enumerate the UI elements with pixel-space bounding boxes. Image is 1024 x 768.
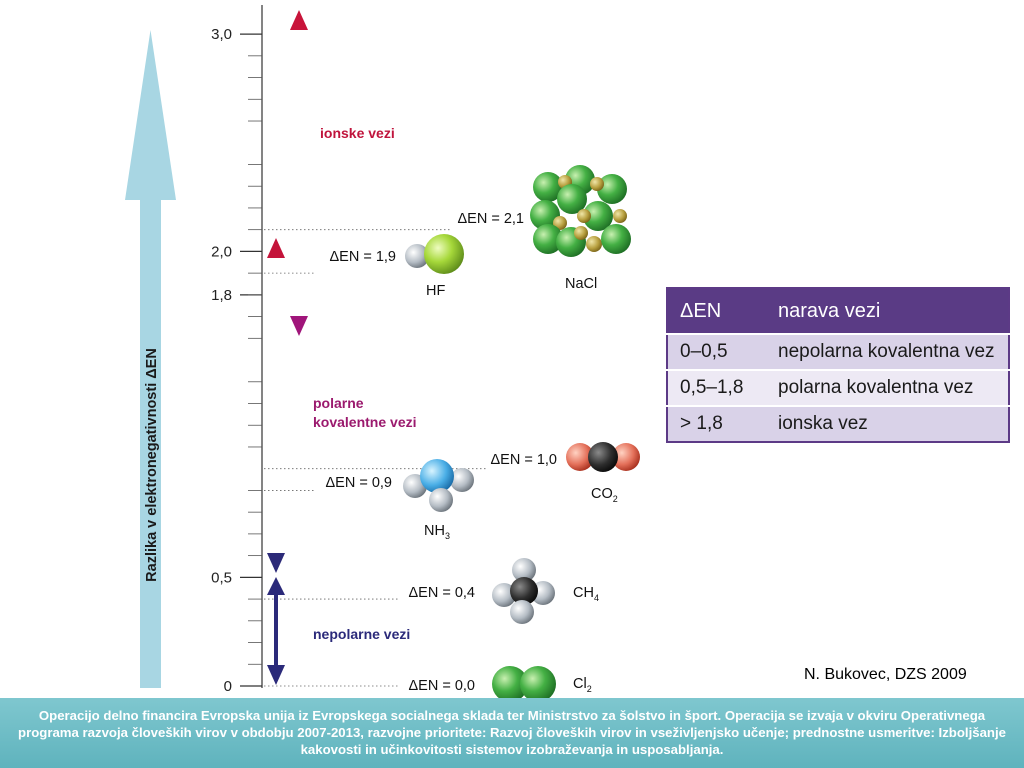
- axis-tick-label: 0: [224, 678, 232, 695]
- table-cell-bond: polarna kovalentna vez: [766, 369, 1009, 406]
- formula-cl2: Cl2: [573, 676, 592, 694]
- table-cell-range: 0,5–1,8: [667, 369, 766, 406]
- en-label-nh3: ΔEN = 0,9: [325, 475, 392, 491]
- table-header-en: ΔEN: [667, 288, 766, 334]
- formula-ch4: CH4: [573, 585, 599, 603]
- table-cell-range: > 1,8: [667, 405, 766, 442]
- axis-ticks: 3,0 2,0 1,8 0,5 0: [211, 26, 262, 695]
- en-label-hf: ΔEN = 1,9: [329, 249, 396, 265]
- axis-tick-label: 3,0: [211, 26, 232, 43]
- zone-polar-label-2: kovalentne vezi: [313, 414, 417, 430]
- zone-ionic-label: ionske vezi: [320, 125, 395, 141]
- table-header-row: ΔEN narava vezi: [667, 288, 1009, 334]
- table-row: 0,5–1,8 polarna kovalentna vez: [667, 369, 1009, 406]
- table-cell-bond: ionska vez: [766, 405, 1009, 442]
- en-label-co2: ΔEN = 1,0: [490, 452, 557, 468]
- table-row: 0–0,5 nepolarna kovalentna vez: [667, 333, 1009, 370]
- cl2-molecule-icon: [492, 666, 556, 700]
- co2-molecule-icon: [566, 442, 640, 472]
- guide-lines: [264, 229, 487, 687]
- ch4-molecule-icon: [492, 558, 555, 624]
- en-label-nacl: ΔEN = 2,1: [457, 211, 524, 227]
- polar-range-arrow: [267, 238, 285, 573]
- axis-tick-label: 2,0: [211, 243, 232, 260]
- axis-label: Razlika v elektronegativnosti ΔEN: [144, 348, 160, 582]
- ionic-range-arrow: [290, 10, 308, 336]
- bond-type-table: ΔEN narava vezi 0–0,5 nepolarna kovalent…: [666, 287, 1010, 443]
- nonpolar-range-arrow: [267, 577, 285, 685]
- nh3-molecule-icon: [403, 459, 474, 512]
- en-label-cl2: ΔEN = 0,0: [408, 678, 475, 694]
- zone-polar-label-1: polarne: [313, 395, 364, 411]
- axis-tick-label: 0,5: [211, 569, 232, 586]
- nacl-crystal-icon: [530, 165, 631, 257]
- table-cell-range: 0–0,5: [667, 333, 766, 370]
- funding-footer: Operacijo delno financira Evropska unija…: [0, 698, 1024, 768]
- formula-co2: CO2: [591, 486, 618, 504]
- table-cell-bond: nepolarna kovalentna vez: [766, 333, 1009, 370]
- table-row: > 1,8 ionska vez: [667, 405, 1009, 442]
- formula-nacl: NaCl: [565, 276, 597, 292]
- zone-nonpolar-label: nepolarne vezi: [313, 626, 410, 642]
- en-label-ch4: ΔEN = 0,4: [408, 585, 475, 601]
- axis-direction-arrow: [125, 30, 176, 688]
- table-header-bond-type: narava vezi: [766, 288, 1009, 334]
- funding-footer-text: Operacijo delno financira Evropska unija…: [18, 708, 1006, 757]
- en-diagram: Razlika v elektronegativnosti ΔEN 3,0 2,0…: [125, 5, 640, 700]
- source-credit: N. Bukovec, DZS 2009: [804, 666, 967, 683]
- hf-molecule-icon: [405, 234, 464, 274]
- formula-nh3: NH3: [424, 523, 450, 541]
- formula-hf: HF: [426, 283, 445, 299]
- axis-tick-label: 1,8: [211, 287, 232, 304]
